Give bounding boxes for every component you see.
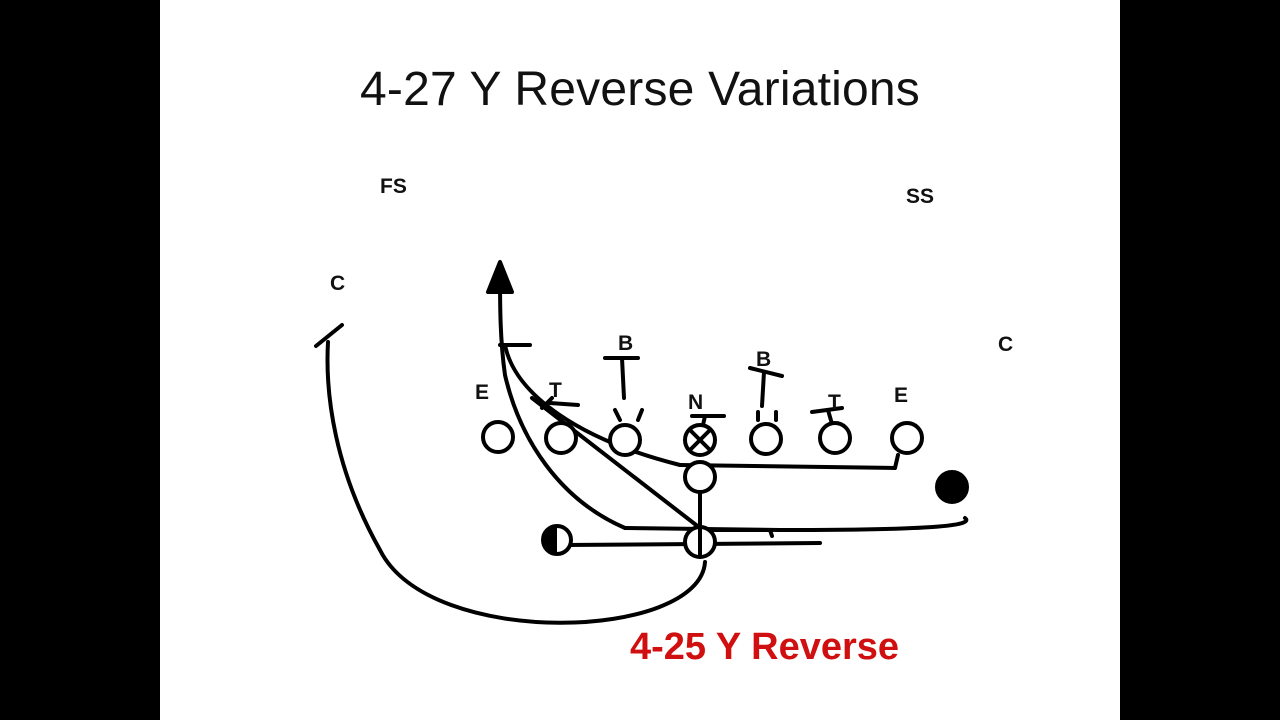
guard-pull-line	[678, 453, 900, 470]
block-mark-4	[613, 408, 622, 422]
label-tackle-right: T	[828, 391, 841, 414]
player-lg	[544, 421, 578, 455]
play-name: 4-25 Y Reverse	[630, 626, 900, 668]
player-qb	[683, 460, 717, 494]
player-y-receiver	[935, 470, 969, 504]
reverse-arrowhead	[486, 260, 514, 294]
corner-route-left	[325, 340, 707, 625]
player-wing-shade	[543, 526, 557, 554]
label-fs: FS	[380, 175, 407, 198]
center-x-2	[688, 428, 712, 452]
block-mark-5	[636, 408, 644, 422]
lb-right-stem	[760, 370, 766, 408]
label-ss: SS	[906, 185, 934, 208]
lb-left-stem	[620, 356, 626, 400]
label-corner-left: C	[330, 272, 345, 295]
player-rg	[749, 422, 783, 456]
label-end-right: E	[894, 384, 908, 407]
label-backer-right: B	[756, 348, 771, 371]
label-corner-right: C	[998, 333, 1013, 356]
label-nose: N	[688, 391, 703, 414]
player-lt	[481, 420, 515, 454]
label-tackle-left: T	[549, 379, 562, 402]
player-c-left	[608, 423, 642, 457]
block-mark-3	[540, 396, 554, 410]
label-backer-left: B	[618, 332, 633, 355]
slide-title: 4-27 Y Reverse Variations	[360, 63, 920, 116]
player-te	[890, 421, 924, 455]
slide: 4-27 Y Reverse Variations	[160, 0, 1120, 720]
pull-route-center	[503, 343, 682, 467]
play-diagram: FS SS C C E T B N B T E	[314, 175, 1013, 625]
reverse-route-to-up	[498, 270, 627, 530]
pull-route-guard	[530, 396, 702, 530]
ball-carrier-track	[703, 528, 774, 538]
block-mark-2	[548, 401, 580, 407]
reverse-route-main	[623, 516, 969, 532]
player-rt	[818, 421, 852, 455]
label-end-left: E	[475, 381, 489, 404]
corner-block-mark	[314, 323, 344, 348]
